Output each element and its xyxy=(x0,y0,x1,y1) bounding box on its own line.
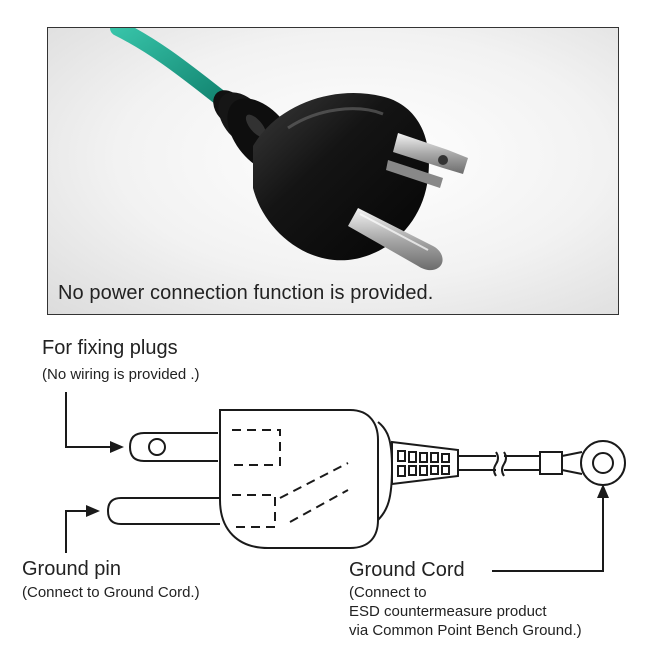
ground-cord-label: Ground Cord xyxy=(349,559,465,581)
ground-pin-leader-arrow xyxy=(65,505,100,553)
ground-pin-note: (Connect to Ground Cord.) xyxy=(22,584,200,601)
photo-caption: No power connection function is provided… xyxy=(58,282,434,304)
flat-blade xyxy=(386,133,468,188)
fixing-plugs-label: For fixing plugs xyxy=(42,337,178,359)
plug-body xyxy=(253,93,429,261)
green-cord xyxy=(110,28,231,108)
diagram-ground-pin xyxy=(106,497,220,525)
plug-photo-illustration xyxy=(110,28,468,271)
fixing-leader-arrow xyxy=(65,392,124,453)
ground-cord-leader-arrow xyxy=(492,484,609,572)
diagram-flat-blade xyxy=(128,432,218,462)
ground-cord-note-2: ESD countermeasure product xyxy=(349,603,547,620)
diagram-plug-body xyxy=(219,409,379,549)
diagram-cord xyxy=(458,451,540,477)
ground-cord-note-1: (Connect to xyxy=(349,584,427,601)
fixing-plugs-note: (No wiring is provided .) xyxy=(42,366,200,383)
ground-cord-note-3: via Common Point Bench Ground.) xyxy=(349,622,582,639)
ground-pin-label: Ground pin xyxy=(22,558,121,580)
diagram-strain-relief xyxy=(391,440,459,486)
diagram-collar xyxy=(377,421,394,521)
internal-terminals xyxy=(232,429,349,528)
round-ground-pin xyxy=(348,208,443,271)
ring-terminal xyxy=(539,440,626,486)
plug-photo: No power connection function is provided… xyxy=(47,27,619,315)
